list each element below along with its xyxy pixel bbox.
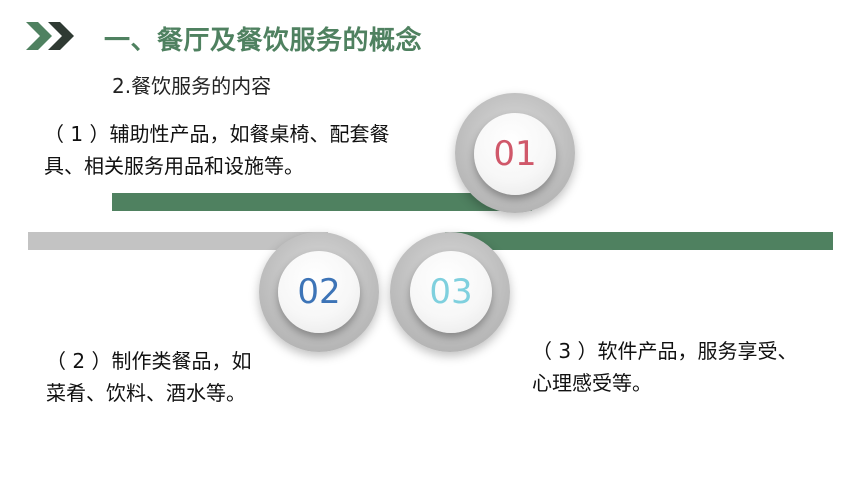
item-text-02-line2: 菜肴、饮料、酒水等。 <box>46 381 246 405</box>
item-text-02-line1: （ 2 ）制作类餐品，如 <box>46 349 252 373</box>
section-subtitle: 2.餐饮服务的内容 <box>112 74 272 98</box>
item-text-01-line2: 具、相关服务用品和设施等。 <box>44 154 304 178</box>
item-text-03: （ 3 ）软件产品，服务享受、 心理感受等。 <box>532 335 837 399</box>
item-text-01: （ 1 ）辅助性产品，如餐桌椅、配套餐 具、相关服务用品和设施等。 <box>44 118 464 182</box>
double-chevron-icon <box>26 22 74 50</box>
circle-number-03: 03 <box>410 251 492 333</box>
green-bar-top <box>112 193 532 211</box>
green-bar-right <box>445 232 833 250</box>
item-text-03-line2: 心理感受等。 <box>532 371 652 395</box>
page-title: 一、餐厅及餐饮服务的概念 <box>104 26 423 56</box>
circle-number-01: 01 <box>474 113 556 195</box>
item-text-03-line1: （ 3 ）软件产品，服务享受、 <box>532 339 798 363</box>
item-text-02: （ 2 ）制作类餐品，如 菜肴、饮料、酒水等。 <box>46 345 306 409</box>
item-text-01-line1: （ 1 ）辅助性产品，如餐桌椅、配套餐 <box>44 122 390 146</box>
circle-number-02: 02 <box>278 251 360 333</box>
